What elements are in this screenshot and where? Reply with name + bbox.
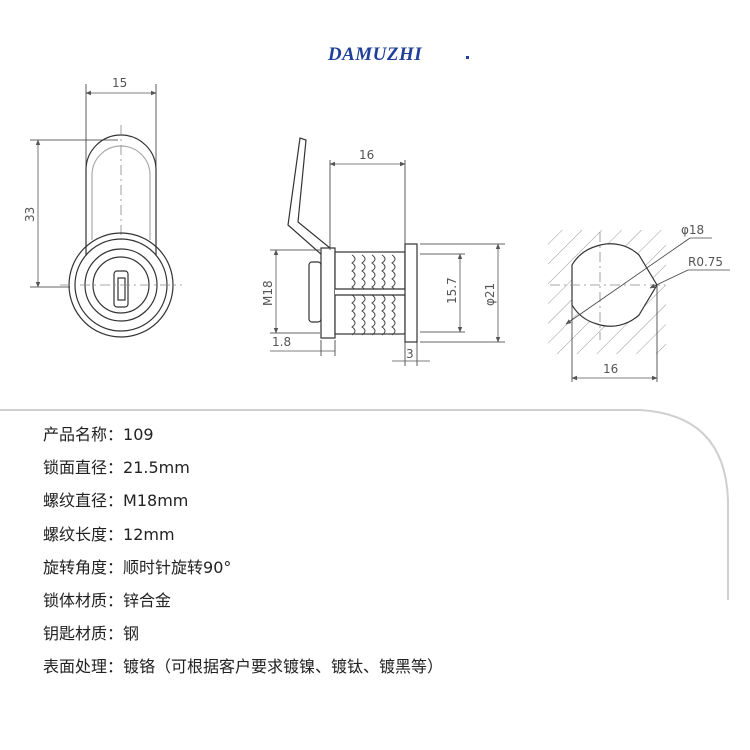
dim-flange-thickness: 1.8 [272,335,291,349]
spec-separator: ： [107,590,124,610]
spec-label: 螺纹直径 [43,491,108,511]
brand-mark [466,56,469,59]
spec-separator: ： [107,557,124,577]
spec-list: 产品名称：109 锁面直径：21.5mm 螺纹直径：M18mm 螺纹长度：12m… [43,418,683,684]
spec-value: M18mm [123,491,189,511]
spec-value: 锌合金 [123,590,172,610]
brand-logo: DAMUZHI [327,44,423,65]
spec-value: 109 [123,425,154,444]
spec-value: 12mm [123,524,175,544]
spec-label: 锁面直径 [43,458,108,478]
spec-label: 钥匙材质 [43,624,108,644]
dim-cutout-diameter: φ18 [681,223,704,237]
cam-arm [85,134,157,255]
spec-separator: ： [107,425,124,444]
spec-value: 镀铬（可根据客户要求镀镍、镀钛、镀黑等） [123,657,444,677]
cam-lever [287,137,331,263]
spec-value: 21.5mm [123,458,190,478]
spec-row-key-material: 钥匙材质：钢 [43,617,683,650]
decorative-divider [0,409,729,600]
spec-separator: ： [107,491,124,511]
dim-cutout-width: 16 [603,362,618,376]
spec-row-rotation: 旋转角度：顺时针旋转90° [43,551,683,584]
spec-value: 顺时针旋转90° [123,557,232,577]
dim-side-length: 16 [359,148,374,162]
spec-row-surface-finish: 表面处理：镀铬（可根据客户要求镀镍、镀钛、镀黑等） [43,650,683,683]
spec-label: 旋转角度 [43,557,108,577]
spec-label: 锁体材质 [43,590,108,610]
spec-row-body-material: 锁体材质：锌合金 [43,584,683,617]
spec-separator: ： [107,657,124,677]
dim-inner-diameter: 15.7 [445,277,459,304]
dim-front-width: 15 [112,76,127,90]
spec-row-face-diameter: 锁面直径：21.5mm [43,451,683,484]
panel-cutout-view [548,230,730,382]
flange [404,243,418,343]
dim-body: 3 [406,347,414,361]
dim-thread: M18 [261,280,275,306]
spec-label: 表面处理 [43,657,108,677]
spec-separator: ： [107,624,124,644]
spec-label: 螺纹长度 [43,524,108,544]
spec-separator: ： [107,458,124,478]
dim-outer-diameter: φ21 [483,283,497,306]
spec-row-thread-length: 螺纹长度：12mm [43,518,683,551]
spec-separator: ： [107,524,124,544]
side-view [270,137,505,366]
spec-row-product-name: 产品名称：109 [43,418,683,451]
spec-label: 产品名称 [43,425,108,444]
spec-value: 钢 [123,624,140,644]
dim-cutout-radius: R0.75 [688,255,723,269]
spec-row-thread-diameter: 螺纹直径：M18mm [43,484,683,517]
dim-front-height: 33 [23,207,37,222]
front-view [30,84,182,338]
